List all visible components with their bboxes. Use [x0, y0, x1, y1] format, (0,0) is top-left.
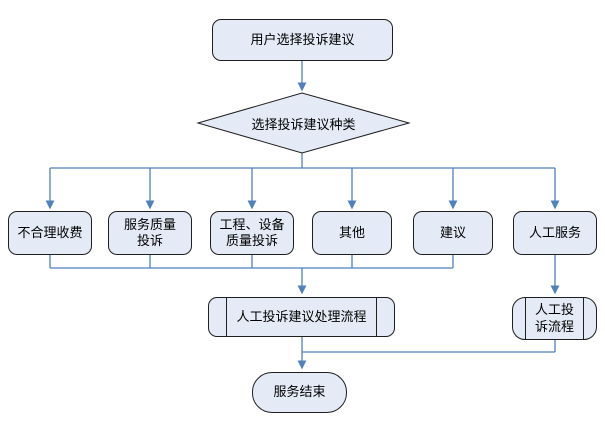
- box-other: 其他: [312, 211, 392, 255]
- manual-complaint-flow-label: 人工投 诉流程: [534, 302, 574, 334]
- predefined-process-right-bar: [583, 298, 584, 339]
- box-engineering-equipment-complaint: 工程、设备 质量投诉: [210, 211, 294, 255]
- decision-diamond: 选择投诉建议种类: [198, 93, 409, 153]
- start-label: 用户选择投诉建议: [250, 31, 355, 47]
- decision-diamond-shape: [196, 92, 411, 154]
- service-quality-complaint-label: 服务质量 投诉: [123, 216, 176, 248]
- engineering-equipment-complaint-label: 工程、设备 质量投诉: [219, 216, 285, 248]
- predefined-process-right-bar: [376, 298, 377, 336]
- start-terminator: 用户选择投诉建议: [212, 19, 393, 61]
- decision-label: 选择投诉建议种类: [251, 116, 356, 132]
- suggestion-label: 建议: [439, 224, 466, 240]
- process-manual-complaint-suggestion: 人工投诉建议处理流程: [208, 297, 395, 337]
- other-label: 其他: [338, 224, 365, 240]
- process-manual-complaint-flow: 人工投 诉流程: [512, 297, 597, 340]
- box-service-quality-complaint: 服务质量 投诉: [108, 211, 192, 255]
- edge-merge-to-process: [49, 255, 454, 295]
- end-terminator: 服务结束: [252, 372, 347, 413]
- manual-complaint-suggestion-label: 人工投诉建议处理流程: [236, 308, 367, 324]
- end-label: 服务结束: [273, 384, 326, 400]
- box-suggestion: 建议: [413, 211, 493, 255]
- box-manual-service: 人工服务: [513, 211, 597, 255]
- predefined-process-left-bar: [226, 298, 227, 336]
- manual-service-label: 人工服务: [528, 224, 581, 240]
- unreasonable-fees-label: 不合理收费: [17, 224, 83, 240]
- box-unreasonable-fees: 不合理收费: [8, 211, 92, 255]
- predefined-process-left-bar: [525, 298, 526, 339]
- edge-converge-to-end: [297, 337, 556, 370]
- edge-decision-fanout: [45, 153, 560, 210]
